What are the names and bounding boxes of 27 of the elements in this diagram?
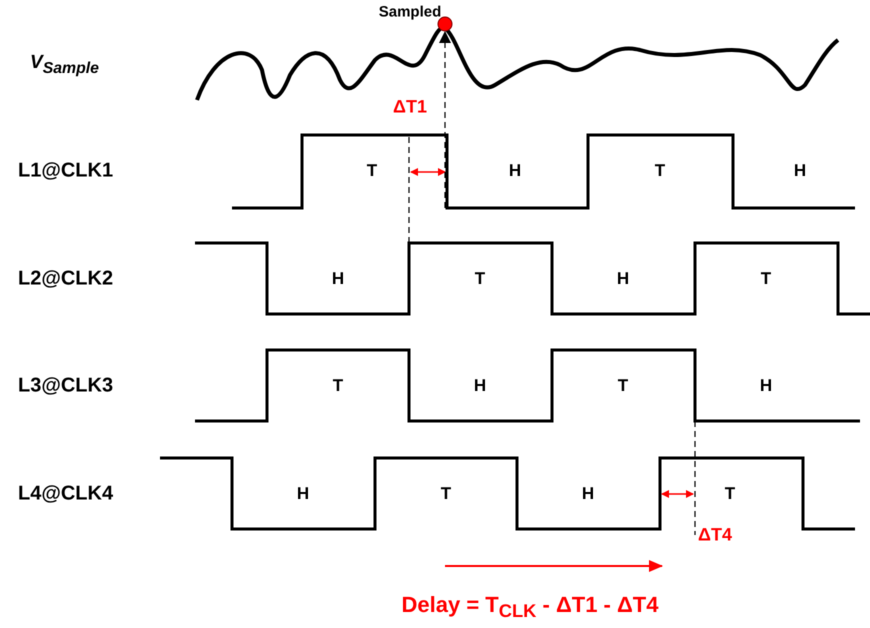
delay-label: ΔT4 bbox=[698, 524, 732, 546]
state-label: T bbox=[654, 161, 666, 181]
state-label: H bbox=[760, 376, 772, 396]
state-label: H bbox=[332, 269, 344, 289]
delay-label: ΔT1 bbox=[393, 96, 427, 118]
signal-name: V$_{Sample}$ bbox=[30, 52, 99, 78]
state-label: T bbox=[332, 376, 344, 396]
clock-waveform bbox=[232, 134, 855, 210]
signal-name: L2@CLK2 bbox=[18, 268, 114, 290]
state-label: T bbox=[724, 484, 736, 504]
state-label: H bbox=[296, 484, 310, 504]
state-label: H bbox=[582, 484, 594, 504]
state-label: T bbox=[474, 269, 486, 289]
signal-name: L3@CLK3 bbox=[18, 374, 114, 398]
dashed-arrow bbox=[439, 31, 451, 208]
state-label: T bbox=[366, 161, 378, 181]
state-label: T bbox=[760, 269, 772, 289]
signal-name: L4@CLK4 bbox=[18, 482, 114, 506]
signal-name: L1@CLK1 bbox=[18, 160, 114, 182]
state-label: T bbox=[440, 484, 452, 504]
state-label: H bbox=[508, 161, 522, 181]
formula-text: Delay = T$_{CLK}$ - ΔT1 - ΔT4 bbox=[402, 592, 658, 622]
state-label: T bbox=[618, 376, 628, 396]
state-label: H bbox=[474, 376, 486, 396]
state-label: H bbox=[794, 161, 806, 181]
annotation-text: Sampled bbox=[378, 4, 442, 20]
state-label: H bbox=[616, 269, 630, 289]
